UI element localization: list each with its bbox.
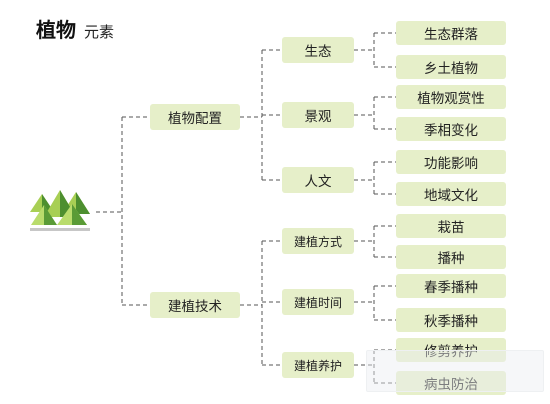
node-seedling-planting: 栽苗 [396,214,506,238]
watermark-overlay [366,350,544,392]
node-functional-impact: 功能影响 [396,150,506,174]
node-ornamental-value: 植物观赏性 [396,85,506,109]
node-autumn-sowing: 秋季播种 [396,308,506,332]
node-planting-method: 建植方式 [282,228,354,254]
node-humanities: 人文 [282,167,354,193]
node-plant-configuration: 植物配置 [150,104,240,130]
node-planting-technique: 建植技术 [150,292,240,318]
page-title: 植物元素 [36,14,114,43]
title-main: 植物 [36,18,76,42]
node-native-plants: 乡土植物 [396,55,506,79]
node-spring-sowing: 春季播种 [396,274,506,298]
node-sowing: 播种 [396,245,506,269]
node-planting-maintenance: 建植养护 [282,352,354,378]
node-planting-time: 建植时间 [282,289,354,315]
node-ecological-community: 生态群落 [396,21,506,45]
title-sub: 元素 [84,23,115,41]
node-regional-culture: 地域文化 [396,182,506,206]
node-ecology: 生态 [282,37,354,63]
node-landscape: 景观 [282,102,354,128]
node-seasonal-change: 季相变化 [396,117,506,141]
tree-cluster-icon [30,190,90,231]
